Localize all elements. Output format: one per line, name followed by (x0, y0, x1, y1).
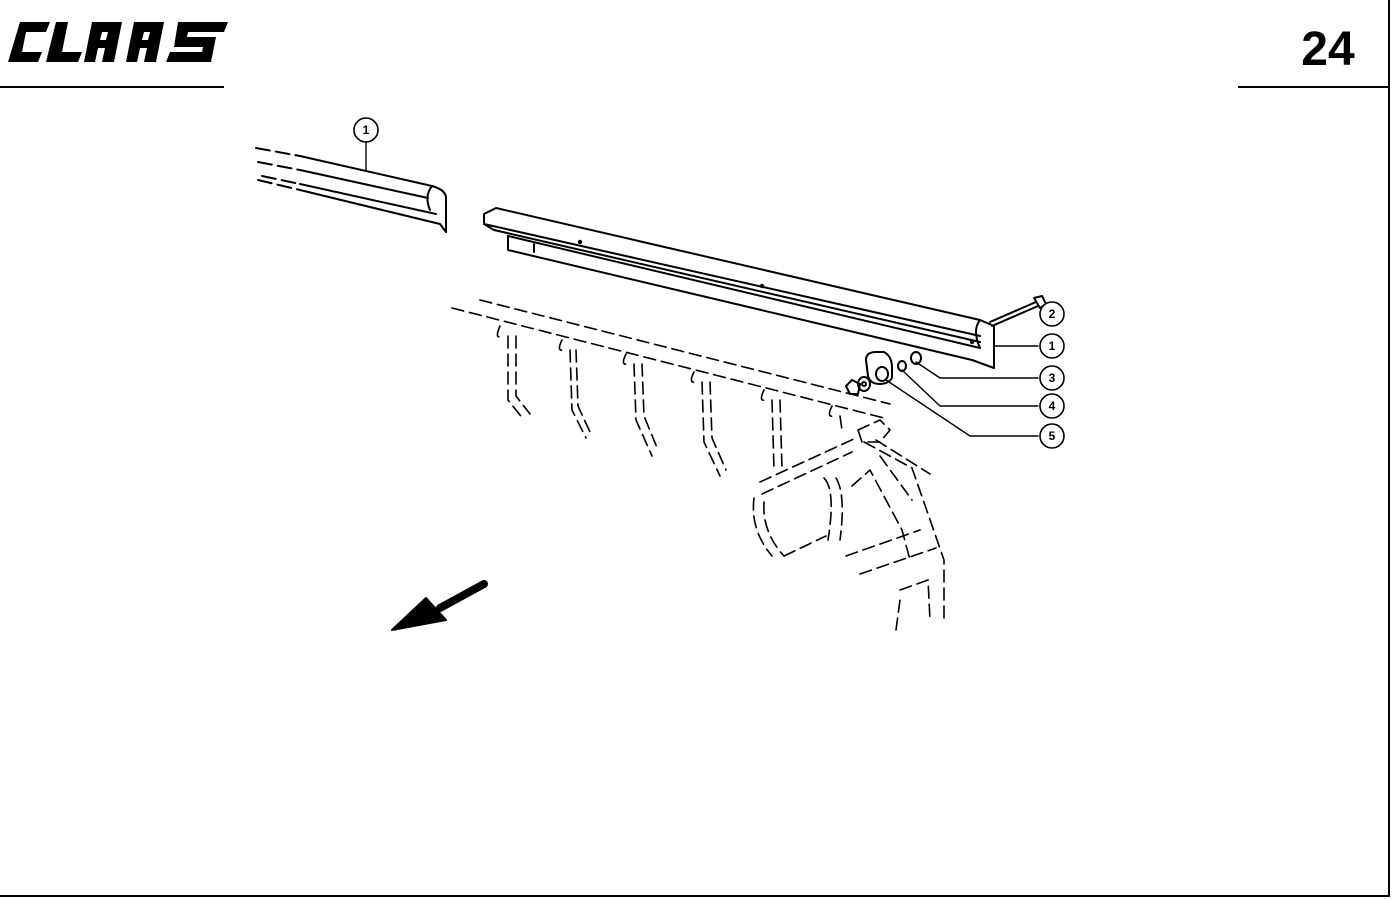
leader-lines (365, 141, 1047, 437)
callout-5: 5 (1039, 423, 1065, 449)
fastener-set (845, 351, 922, 395)
callout-4: 4 (1039, 393, 1065, 419)
page-number: 24 (1301, 23, 1355, 76)
callout-1-right: 1 (1039, 333, 1065, 359)
svg-text:3: 3 (1049, 371, 1056, 385)
header-rule-right (1238, 86, 1390, 88)
header-rule-left (0, 86, 224, 88)
svg-text:1: 1 (1049, 339, 1056, 353)
svg-text:2: 2 (1049, 307, 1056, 321)
guard-rail-main (483, 207, 995, 369)
bolt (989, 295, 1047, 327)
callout-1-top: 1 (353, 117, 379, 143)
svg-text:4: 4 (1049, 399, 1056, 413)
direction-arrow-icon (391, 580, 488, 631)
callout-3: 3 (1039, 365, 1065, 391)
svg-text:5: 5 (1049, 429, 1056, 443)
callout-2: 2 (1039, 301, 1065, 327)
tine-bar-phantom (451, 299, 945, 631)
claas-logo (8, 22, 228, 62)
svg-text:1: 1 (363, 123, 370, 137)
guard-rail-left (255, 147, 447, 233)
